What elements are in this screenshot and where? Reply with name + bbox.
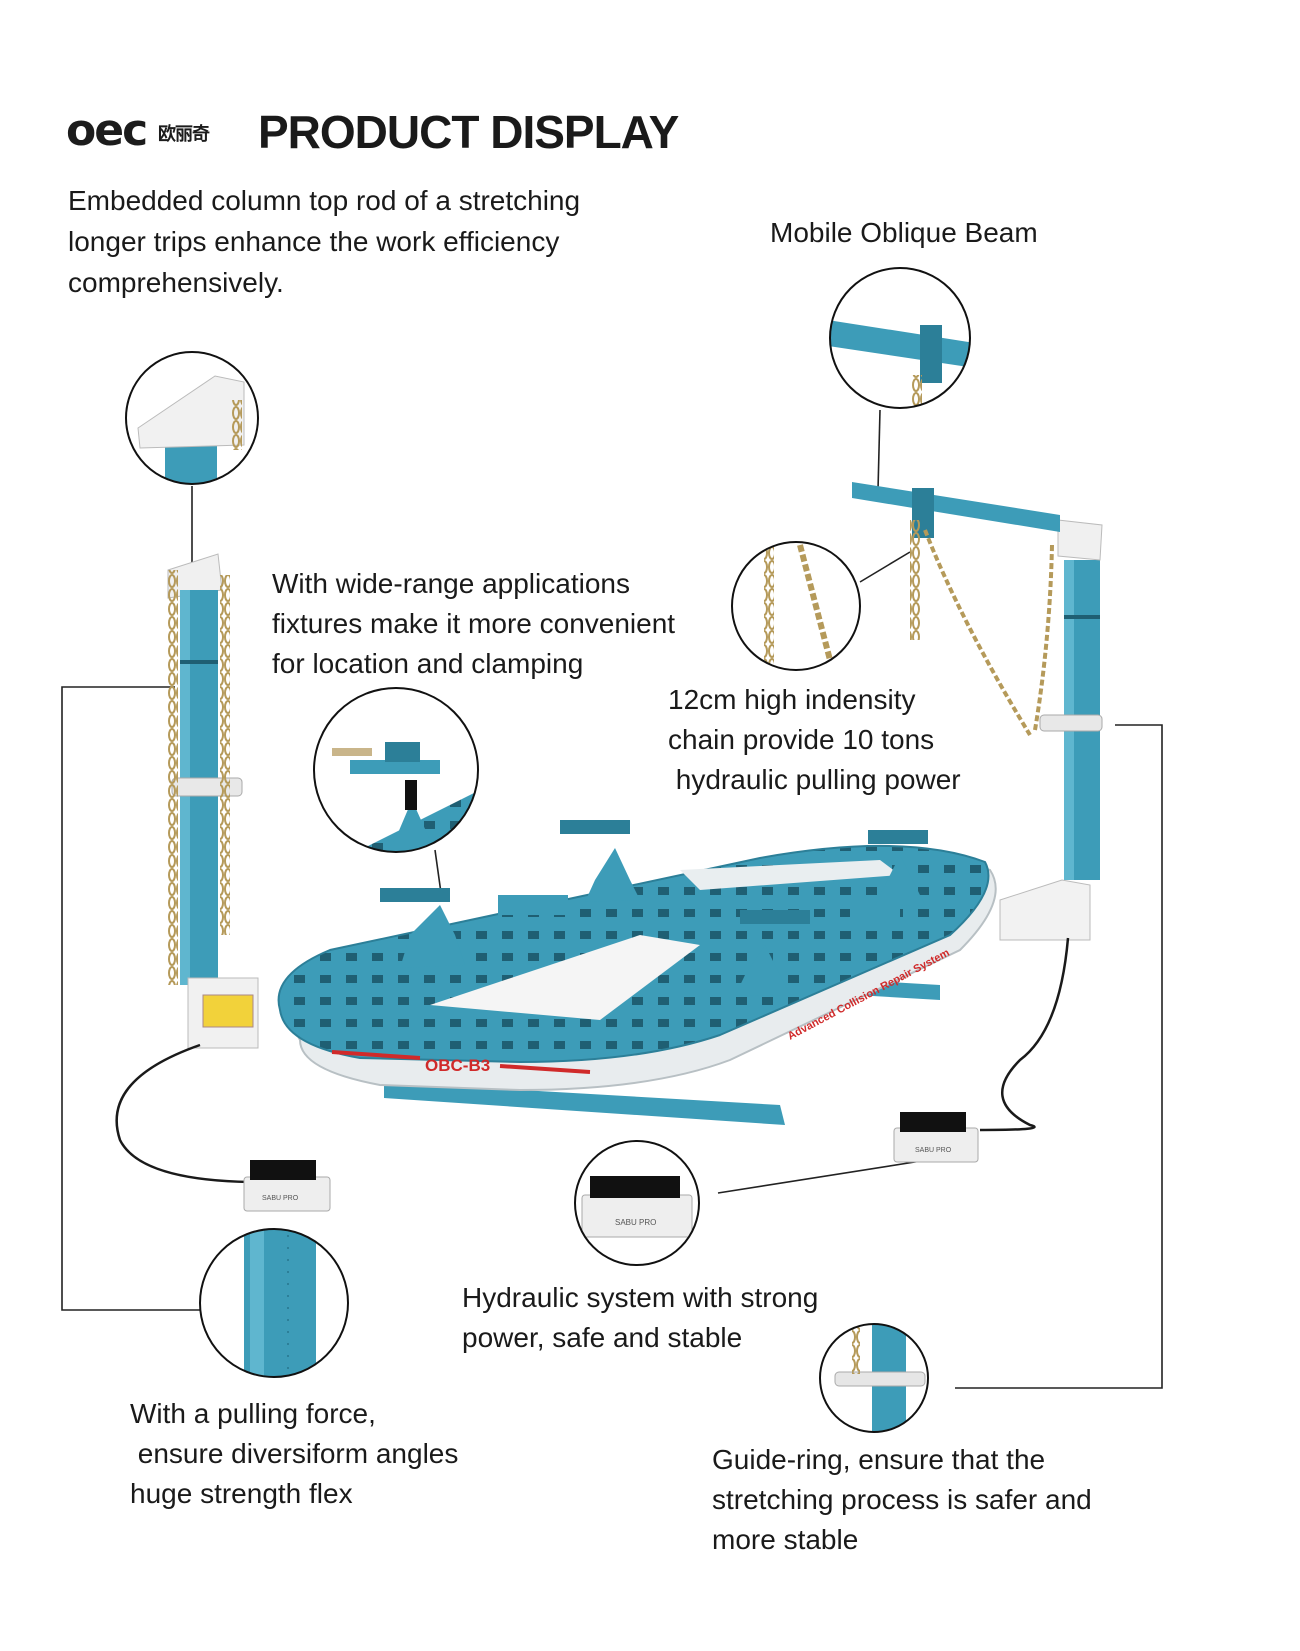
caption-oblique-beam: Mobile Oblique Beam [770,212,1038,253]
caption-line: Guide-ring, ensure that the [712,1444,1046,1475]
caption-line: With wide-range applications [272,568,630,599]
detail-circle-pump: SABU PRO [574,1140,700,1266]
right-column [999,519,1103,941]
detail-circle-fixture [313,687,479,853]
foot-pump-left: SABU PRO [243,1160,331,1212]
caption-line: longer trips enhance the work efficiency [68,226,560,257]
pump-label: SABU PRO [615,1218,656,1227]
caption-pulling-force: With a pulling force, ensure diversiform… [130,1394,458,1514]
detail-circle-guide-ring [819,1323,929,1433]
caption-line: more stable [712,1524,859,1555]
logo-wordmark: oec [66,105,148,156]
caption-fixtures: With wide-range applications fixtures ma… [272,564,675,684]
pump-label: SABU PRO [262,1195,299,1202]
caption-line: fixtures make it more convenient [272,608,676,639]
leader-lines [61,409,1163,1389]
caption-line: With a pulling force, [130,1398,376,1429]
logo-chinese-text: 欧丽奇 [158,124,210,144]
caption-line: Hydraulic system with strong [462,1282,819,1313]
caption-hydraulic: Hydraulic system with strong power, safe… [462,1278,818,1358]
caption-line: chain provide 10 tons [668,724,935,755]
detail-circle-chain [731,541,861,671]
oblique-beam [852,482,1060,737]
bench-fixtures [380,820,928,996]
caption-line: huge strength flex [130,1478,353,1509]
caption-line: stretching process is safer and [712,1484,1092,1515]
detail-circle-oblique-beam [829,267,971,409]
hydraulic-hoses [115,937,1070,1184]
caption-line: ensure diversiform angles [130,1438,459,1469]
left-column [167,553,259,1049]
brand-logo: oec 欧丽奇 [66,108,236,154]
caption-line: comprehensively. [68,267,284,298]
caption-line: power, safe and stable [462,1322,743,1353]
model-label: OBC-B3 [425,1056,490,1075]
pump-label: SABU PRO [915,1147,952,1154]
caption-guide-ring: Guide-ring, ensure that the stretching p… [712,1440,1092,1560]
page-title: PRODUCT DISPLAY [258,106,679,158]
detail-circle-column-body [199,1228,349,1378]
bench-platform: OBC-B3 Advanced Collision Repair System [277,844,997,1092]
detail-circle-column-top [125,351,259,485]
caption-line: Mobile Oblique Beam [770,217,1038,248]
caption-line: Embedded column top rod of a stretching [68,185,581,216]
caption-line: 12cm high indensity [668,684,916,715]
caption-embedded-column: Embedded column top rod of a stretching … [68,180,580,303]
caption-chain: 12cm high indensity chain provide 10 ton… [668,680,961,800]
caption-line: hydraulic pulling power [668,764,961,795]
foot-pump-right: SABU PRO [893,1112,979,1163]
caption-line: for location and clamping [272,648,584,679]
